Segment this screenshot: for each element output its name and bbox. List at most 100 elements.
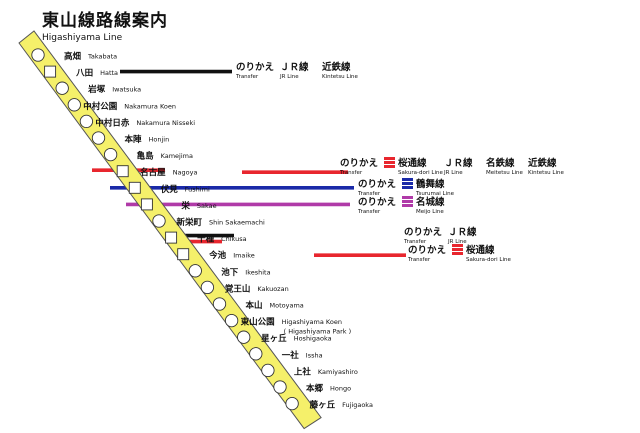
station-marker-circle: [200, 280, 215, 295]
transfer-line-en: Kintetsu Line: [322, 74, 358, 80]
station-marker-circle: [249, 347, 263, 361]
line-color-icon: [402, 182, 413, 185]
station-name-jp: 八田: [75, 69, 93, 79]
station-name-jp: 岩塚: [87, 84, 106, 95]
diagram-title: 東山線路線案内: [42, 11, 168, 31]
line-color-icon: [402, 178, 413, 181]
station-name-jp: 今池: [208, 250, 227, 261]
transfer-line-en: Kintetsu Line: [528, 170, 564, 176]
transfer-line-jp: 名城線: [416, 196, 445, 208]
transfer-label: のりかえ: [340, 158, 378, 169]
station-name-jp: 一社: [282, 350, 300, 361]
transfer-line-en: Meitetsu Line: [486, 170, 524, 176]
station-marker-square: [140, 198, 153, 211]
line-color-icon: [452, 252, 463, 255]
station-marker-square: [44, 65, 57, 78]
transfer-label-en: Transfer: [403, 239, 427, 245]
station-name-en: Hoshigaoka: [294, 335, 332, 343]
station-name-en: Fujigaoka: [342, 401, 373, 409]
transfer-line-en: JR Line: [443, 170, 463, 176]
station-marker-circle: [152, 214, 166, 228]
line-color-icon: [452, 248, 463, 251]
transfer-line-jp: ＪＲ線: [280, 61, 309, 73]
transfer-line-jp: 名鉄線: [486, 157, 515, 169]
station-name-jp: 名古屋: [140, 167, 166, 178]
line-color-icon: [402, 196, 413, 199]
transfer-label-en: Transfer: [357, 191, 381, 197]
line-color-icon: [384, 161, 395, 164]
station-name-jp: 新栄町: [176, 217, 202, 228]
station-name-en-sub: ( Higashiyama Park ): [284, 328, 352, 336]
station-name-en: Shin Sakaemachi: [209, 219, 265, 227]
station-name-jp: 亀島: [137, 151, 155, 162]
station-name-jp: 本山: [245, 300, 262, 311]
station-name-jp: 池下: [221, 267, 239, 278]
station-marker-circle: [55, 81, 69, 95]
transfer-line-jp: 近鉄線: [528, 157, 557, 169]
station-marker-circle: [273, 380, 287, 394]
station-name-en: Kamejima: [161, 152, 193, 160]
line-color-icon: [402, 186, 413, 189]
station-name-jp: 伏見: [161, 184, 179, 195]
transfer-line-jp: ＪＲ線: [448, 226, 477, 238]
station-name-jp: 藤ヶ丘: [309, 400, 336, 411]
transfer-label-en: Transfer: [407, 257, 431, 263]
station-marker-square: [128, 181, 141, 194]
station-marker-circle: [103, 147, 118, 162]
station-name-en: Hatta: [100, 69, 118, 77]
station-marker-circle: [79, 114, 94, 129]
station-name-jp: 星ヶ丘: [261, 333, 287, 344]
diagram-header: 東山線路線案内 Higashiyama Line: [42, 6, 168, 43]
line-band: [18, 30, 322, 430]
station-name-en: Motoyama: [270, 302, 304, 310]
station-name-jp: 栄: [180, 200, 190, 211]
station-name-en: Nakamura Koen: [124, 102, 176, 110]
transfer-line-en: Sakura-dori Line: [398, 170, 443, 176]
station-name-en: Kamiyashiro: [318, 368, 358, 376]
station-marker-square: [177, 248, 190, 261]
station-name-en: Sakae: [197, 202, 217, 210]
station-marker-circle: [261, 363, 275, 378]
line-color-icon: [384, 165, 395, 168]
transfer-line-en: Sakura-dori Line: [466, 257, 511, 263]
station-marker-circle: [91, 131, 106, 145]
station-name-en: Kakuozan: [257, 285, 288, 293]
station-name-en: Hongo: [330, 385, 351, 393]
transfer-line-en: Tsurumai Line: [415, 191, 455, 197]
station-name-jp: 中村公園: [83, 101, 117, 112]
transfer-line-jp: 桜通線: [398, 157, 427, 169]
station-marker-circle: [188, 264, 202, 278]
station-name-en: Fushimi: [185, 185, 210, 193]
line-color-icon: [402, 200, 413, 203]
line-color-icon: [402, 204, 413, 207]
station-name-jp: 覚王山: [224, 283, 251, 294]
transfer-label: のりかえ: [404, 227, 442, 238]
transfer-line-en: Meijo Line: [416, 209, 444, 215]
station-name-en: Nagoya: [173, 169, 198, 177]
station-name-jp: 東山公園: [241, 317, 275, 328]
transfer-label: のりかえ: [358, 197, 396, 208]
station-marker-circle: [31, 48, 45, 62]
line-color-icon: [384, 157, 395, 160]
line-color-icon: [452, 244, 463, 247]
station-name-en: Iwatsuka: [112, 86, 141, 94]
station-name-en: Higashiyama Koen: [282, 318, 342, 326]
station-name-jp: 本陣: [124, 134, 142, 145]
station-marker-square: [165, 231, 178, 244]
transfer-line-jp: 近鉄線: [322, 61, 351, 73]
station-name-en: Ikeshita: [245, 268, 270, 276]
station-marker-circle: [285, 396, 299, 411]
station-name-en: Nakamura Nisseki: [136, 119, 195, 127]
station-marker-circle: [224, 313, 239, 328]
station-name-en: Honjin: [149, 136, 170, 144]
station-marker-square: [116, 165, 129, 178]
station-marker-circle: [237, 330, 251, 344]
station-name-en: Takabata: [87, 53, 117, 61]
station-marker-circle: [212, 297, 227, 311]
station-marker-circle: [67, 98, 81, 112]
transfer-label: のりかえ: [358, 179, 396, 190]
transfer-label-en: Transfer: [357, 209, 381, 215]
